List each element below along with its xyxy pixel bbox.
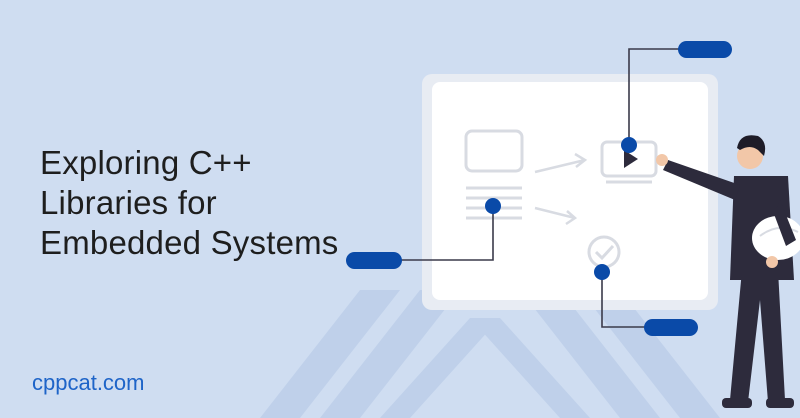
connectors <box>400 48 680 328</box>
label-pills <box>346 41 732 336</box>
background-chevrons <box>260 290 720 418</box>
page-title: Exploring C++ Libraries for Embedded Sys… <box>40 143 339 263</box>
site-brand: cppcat.com <box>32 370 145 395</box>
image-placeholder-icon <box>464 129 524 173</box>
arrow-icon <box>534 152 588 226</box>
title-line-3: Embedded Systems <box>40 224 339 261</box>
title-line-1: Exploring C++ <box>40 144 252 181</box>
whiteboard <box>422 74 718 310</box>
title-line-2: Libraries for <box>40 184 217 221</box>
connector-dots <box>485 137 637 280</box>
person-figure <box>656 135 800 408</box>
